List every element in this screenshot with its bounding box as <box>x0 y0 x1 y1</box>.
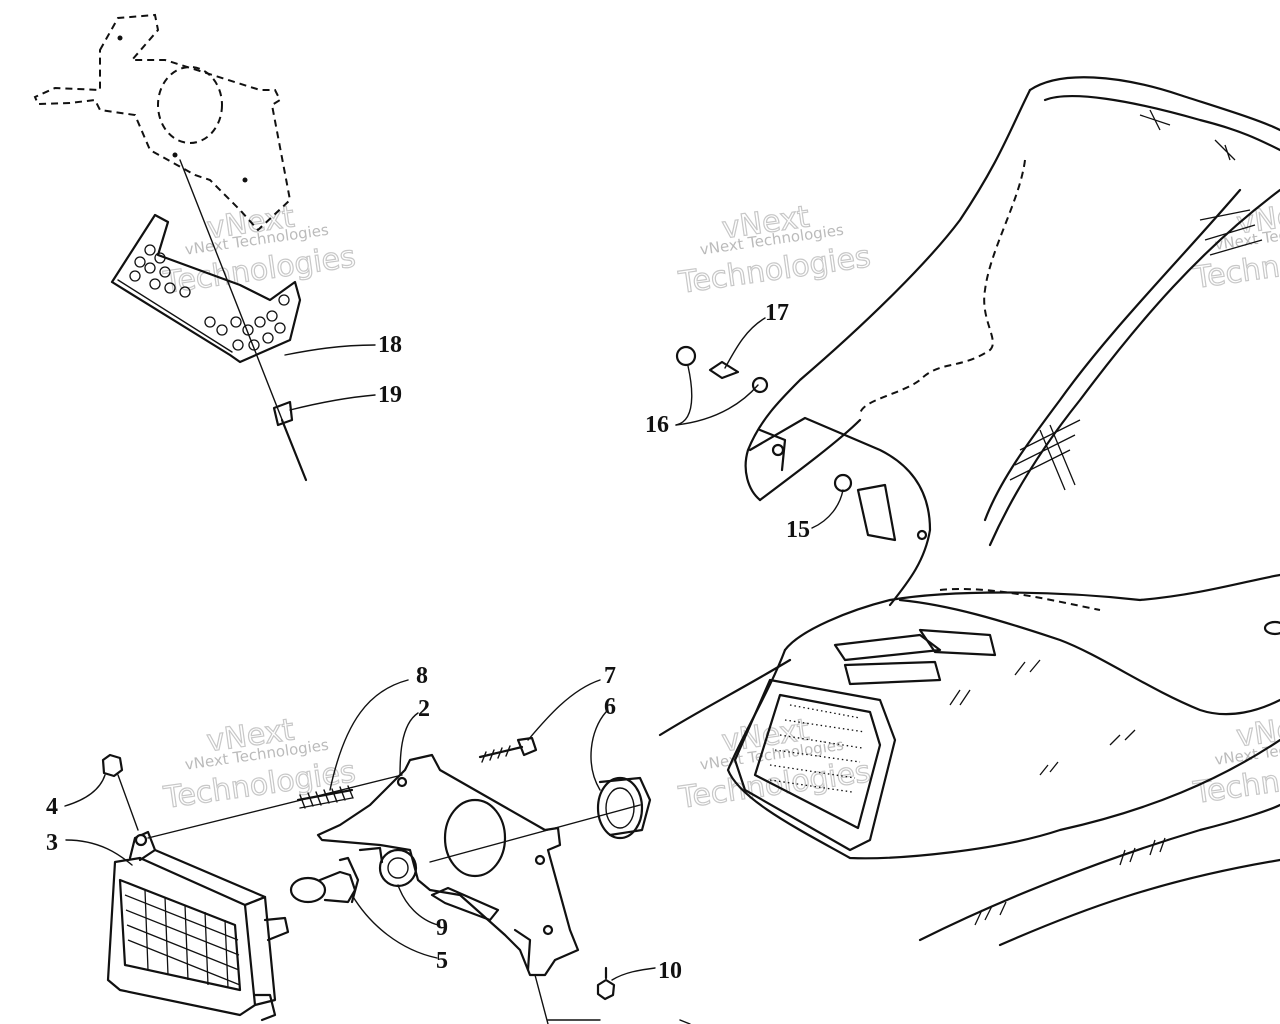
windshield <box>744 76 1280 547</box>
dashed-mounting-bracket <box>33 13 292 232</box>
bulb <box>289 856 360 904</box>
callout-15: 15 <box>786 517 810 543</box>
callout-16: 16 <box>645 412 669 438</box>
callout-18: 18 <box>378 332 402 358</box>
leader-lines <box>64 317 844 981</box>
callout-labels: 18 19 17 16 15 8 2 7 6 4 3 9 5 10 <box>46 300 810 984</box>
mounting-screw <box>596 966 616 1001</box>
callout-19: 19 <box>378 382 402 408</box>
callout-2: 2 <box>418 696 430 722</box>
rivet <box>272 400 308 482</box>
socket <box>358 846 418 888</box>
callout-4: 4 <box>46 794 58 820</box>
watermark-bottom-right: vNext vNext Technologies Technologies <box>1190 707 1280 812</box>
assembly-center-lines <box>147 774 691 1024</box>
watermark-top-center: vNext vNext Technologies Technologies <box>675 199 873 302</box>
callout-17: 17 <box>765 300 789 326</box>
callout-3: 3 <box>46 830 58 856</box>
perforated-shield <box>110 213 302 364</box>
callout-10: 10 <box>658 958 682 984</box>
adjuster-screw <box>478 736 538 763</box>
callout-6: 9 <box>436 915 448 941</box>
watermark-top-right: vNext vNext Technologies Technologies <box>1190 194 1280 297</box>
callout-7: 6 <box>604 694 616 720</box>
hood <box>658 573 1280 947</box>
watermark-top-left: vNext vNext Technologies Technologies <box>160 199 358 302</box>
nut <box>101 753 139 831</box>
callout-9: 8 <box>416 663 428 689</box>
windshield-bracket <box>748 416 932 607</box>
callout-8: 7 <box>604 663 616 689</box>
callout-5: 5 <box>436 948 448 974</box>
headlight-housing <box>106 830 290 1022</box>
retainer-ring <box>596 776 652 840</box>
